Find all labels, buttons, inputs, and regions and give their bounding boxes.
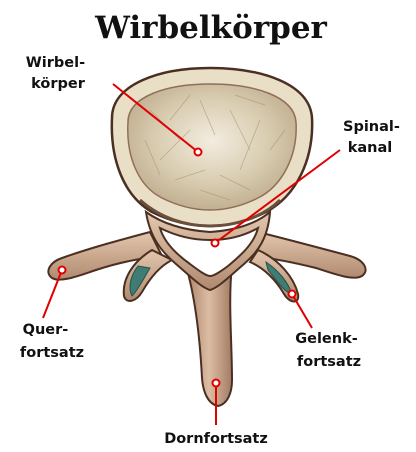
label-gelenkfortsatz: Gelenk- fortsatz — [295, 331, 363, 370]
label-gelenkfortsatz-line1: Gelenk- — [295, 331, 358, 347]
pointer-dot-dornfortsatz — [213, 380, 220, 387]
label-gelenkfortsatz-line2: fortsatz — [297, 354, 361, 370]
pointer-dot-querfortsatz — [59, 267, 66, 274]
pointer-gelenkfortsatz — [292, 294, 312, 328]
label-querfortsatz-line1: Quer- — [23, 322, 69, 338]
label-spinalkanal-line2: kanal — [348, 140, 393, 156]
diagram-title: Wirbelkörper — [94, 10, 327, 46]
label-wirbelkoerper-line2: körper — [31, 76, 86, 92]
label-wirbelkoerper-line1: Wirbel- — [26, 55, 85, 71]
label-dornfortsatz: Dornfortsatz — [164, 431, 268, 447]
label-spinalkanal: Spinal- kanal — [343, 119, 405, 156]
pointer-dot-spinalkanal — [212, 240, 219, 247]
pointer-dot-gelenkfortsatz — [289, 291, 296, 298]
label-wirbelkoerper: Wirbel- körper — [26, 55, 90, 92]
pointer-dot-wirbelkoerper — [195, 149, 202, 156]
label-querfortsatz-line2: fortsatz — [20, 345, 84, 361]
label-spinalkanal-line1: Spinal- — [343, 119, 400, 135]
label-querfortsatz: Quer- fortsatz — [20, 322, 84, 361]
